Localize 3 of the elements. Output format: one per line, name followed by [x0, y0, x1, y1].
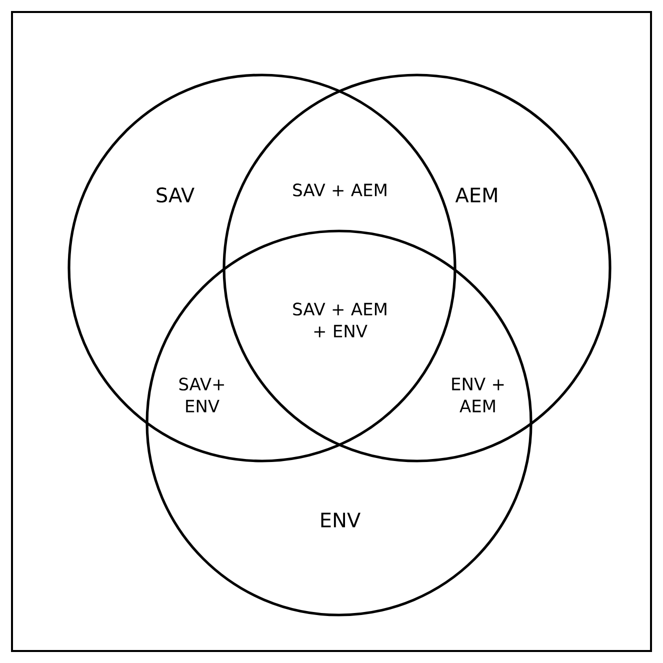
region-label: SAV+ ENV [179, 378, 224, 412]
region-label: SAV + AEM [293, 184, 386, 196]
region-label: SAV + AEM + ENV [293, 302, 386, 338]
